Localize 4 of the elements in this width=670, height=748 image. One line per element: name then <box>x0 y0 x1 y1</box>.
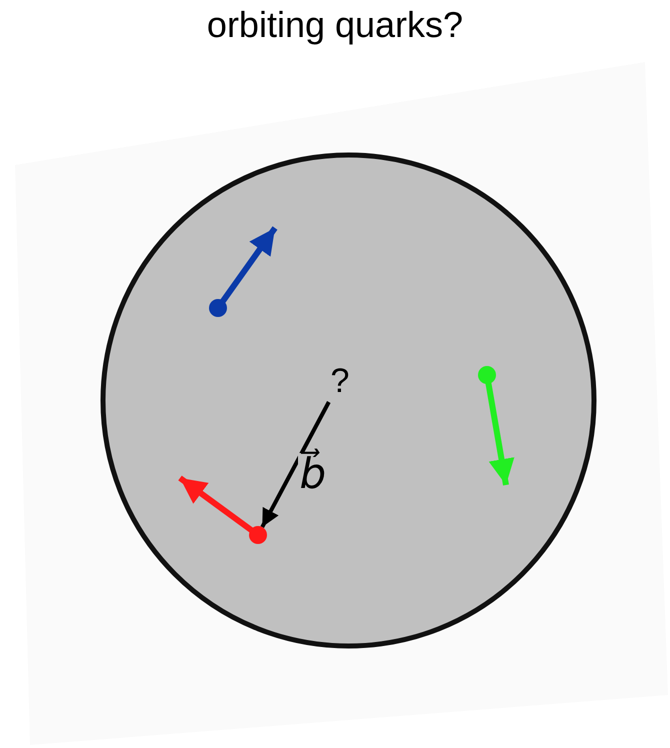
question-mark: ? <box>325 360 355 402</box>
title: orbiting quarks? <box>206 4 464 46</box>
arrow <box>260 401 331 528</box>
proton-circle <box>100 152 597 649</box>
